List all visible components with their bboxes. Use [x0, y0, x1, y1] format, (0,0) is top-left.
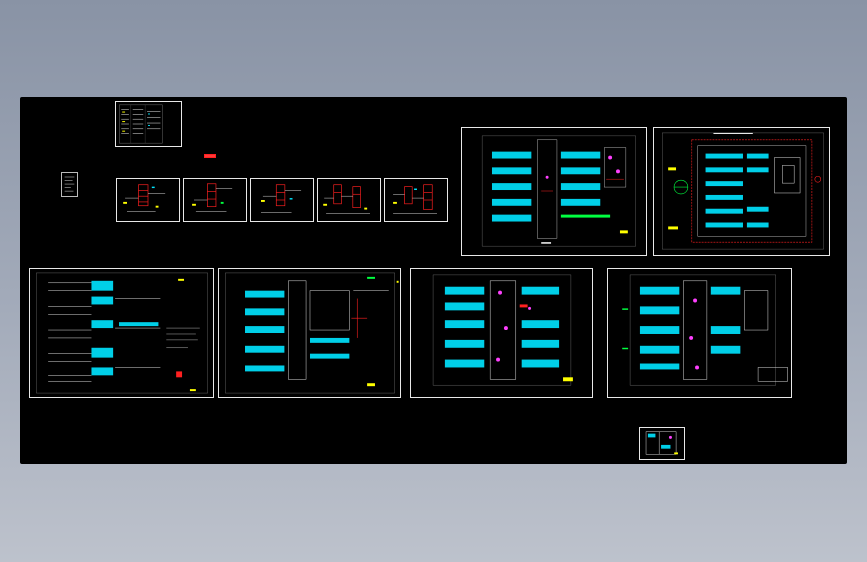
small-detail-sheet[interactable]: [639, 427, 685, 460]
legend-sheet[interactable]: [115, 101, 182, 147]
site-plan-drawing: [662, 132, 824, 250]
floor-plan-drawing-bottom-4: [622, 274, 788, 386]
site-plan-sheet[interactable]: [653, 127, 830, 256]
cad-model-space[interactable]: [20, 97, 847, 464]
detail-drawing-2: [192, 183, 233, 212]
detail-sheet-3[interactable]: [250, 178, 314, 222]
note-lines: [64, 176, 75, 192]
red-mark: [203, 144, 217, 158]
small-note[interactable]: [61, 172, 78, 197]
plan-sheet-top-1[interactable]: [461, 127, 647, 256]
detail-drawing-3: [261, 184, 302, 213]
floor-plan-drawing-bottom-2: [225, 272, 399, 394]
plan-sheet-bottom-3[interactable]: [410, 268, 593, 398]
detail-drawing-4: [323, 184, 370, 214]
plan-sheet-bottom-2[interactable]: [218, 268, 401, 398]
floor-plan-drawing-top-1: [481, 135, 636, 247]
floor-plan-drawing-bottom-1: [36, 272, 208, 394]
detail-drawing-5: [393, 184, 437, 214]
detail-drawing-1: [123, 184, 166, 212]
floor-plan-drawing-bottom-3: [432, 274, 573, 386]
detail-sheet-4[interactable]: [317, 178, 381, 222]
detail-sheet-2[interactable]: [183, 178, 247, 222]
legend-table-drawing: [119, 104, 163, 144]
detail-sheet-1[interactable]: [116, 178, 180, 222]
plan-sheet-bottom-1[interactable]: [29, 268, 214, 398]
detail-sheet-5[interactable]: [384, 178, 448, 222]
plan-sheet-bottom-4[interactable]: [607, 268, 792, 398]
small-detail-drawing: [645, 431, 678, 455]
